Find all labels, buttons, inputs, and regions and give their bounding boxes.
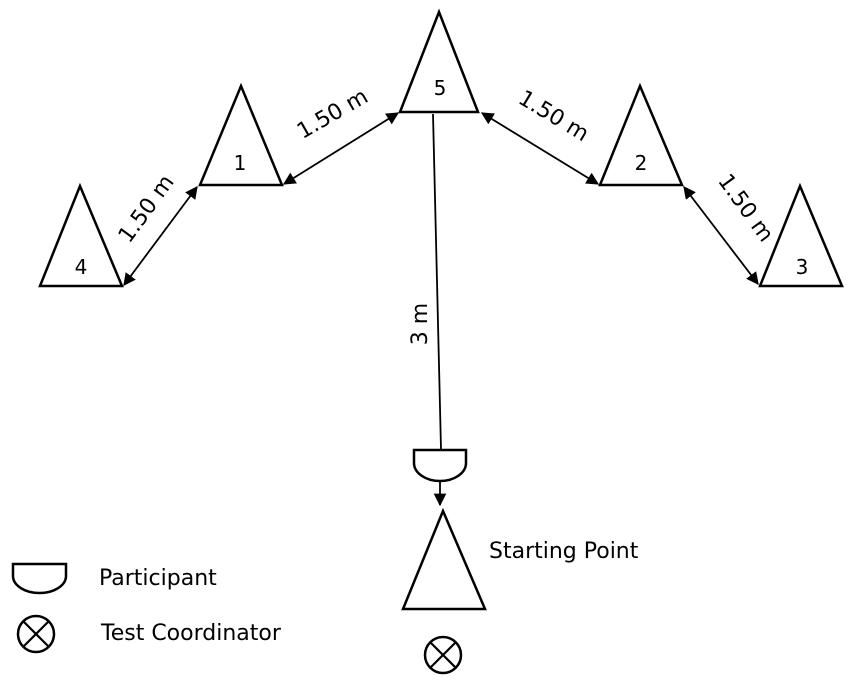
arrow-2-to-3 (683, 185, 759, 286)
cone-4-label: 4 (75, 255, 88, 279)
arrow-4-to-1 (123, 185, 198, 287)
cone-2-label: 2 (635, 151, 648, 175)
cone-4: 4 (38, 182, 124, 288)
distance-label-4-1: 1.50 m (114, 171, 180, 248)
starting-point-label: Starting Point (489, 539, 639, 564)
distance-label-5-2: 1.50 m (514, 86, 593, 147)
coordinator-icon (423, 635, 463, 675)
distance-label-3m: 3 m (408, 303, 433, 345)
distance-label-2-3: 1.50 m (712, 170, 778, 247)
legend-coordinator-label: Test Coordinator (100, 621, 282, 646)
center-line (432, 113, 442, 450)
participant-icon (412, 448, 468, 483)
cone-5-label: 5 (434, 76, 447, 100)
cone-1: 1 (198, 82, 284, 187)
arrow-1-to-5 (282, 112, 400, 185)
cone-3-label: 3 (796, 255, 809, 279)
cone-3: 3 (758, 182, 844, 288)
arrow-5-to-2 (480, 112, 600, 185)
cone-5: 5 (398, 8, 480, 114)
cone-2: 2 (598, 82, 684, 187)
cone-1-label: 1 (234, 151, 247, 175)
legend-participant-label: Participant (99, 566, 217, 591)
legend: Participant Test Coordinator (11, 562, 282, 654)
legend-coordinator-icon (16, 614, 56, 654)
legend-participant-icon (11, 562, 68, 595)
starting-point-cone (401, 507, 487, 611)
